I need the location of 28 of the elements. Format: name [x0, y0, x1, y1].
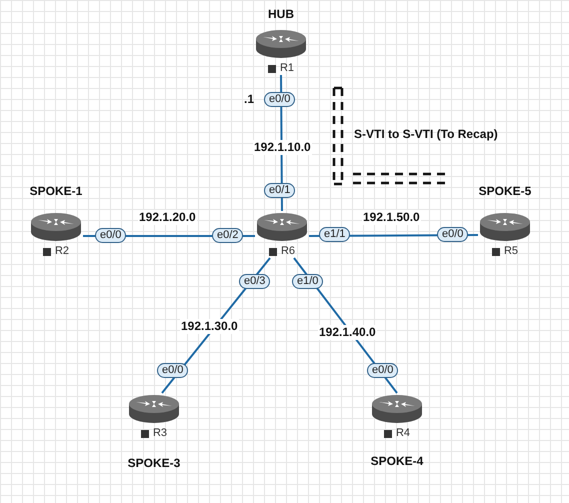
- interface-tag: e0/2: [212, 228, 244, 243]
- router-name: R3: [152, 427, 168, 440]
- device-role-label: SPOKE-3: [128, 456, 180, 471]
- router-name: R5: [504, 245, 518, 258]
- device-role-label: HUB: [268, 7, 294, 22]
- annotation-text: .1: [244, 92, 254, 107]
- device-role-label: SPOKE-4: [370, 454, 424, 469]
- interface-tag: e0/3: [239, 274, 270, 289]
- router-name: R1: [280, 62, 294, 75]
- interface-tag: e0/0: [95, 228, 126, 243]
- interface-tag: e0/0: [437, 227, 468, 242]
- device-role-label: SPOKE-5: [478, 184, 532, 199]
- interface-tag: e1/1: [319, 227, 350, 242]
- device-role-label: SPOKE-1: [30, 184, 82, 199]
- interface-tag: e0/0: [367, 363, 398, 378]
- interface-tag: e0/0: [157, 363, 188, 378]
- interface-tag: e1/0: [292, 274, 324, 289]
- network-label: 192.1.10.0: [253, 140, 312, 155]
- network-label: 192.1.50.0: [362, 210, 421, 225]
- router-name: R4: [396, 427, 410, 440]
- annotation-text: S-VTI to S-VTI (To Recap): [354, 127, 498, 142]
- router-name: R6: [280, 245, 296, 258]
- network-label: 192.1.30.0: [180, 319, 239, 334]
- interface-tag: e0/1: [264, 183, 296, 198]
- interface-tag: e0/0: [264, 92, 296, 107]
- network-label: 192.1.40.0: [318, 325, 377, 340]
- network-label: 192.1.20.0: [138, 210, 197, 225]
- router-name: R2: [54, 245, 70, 258]
